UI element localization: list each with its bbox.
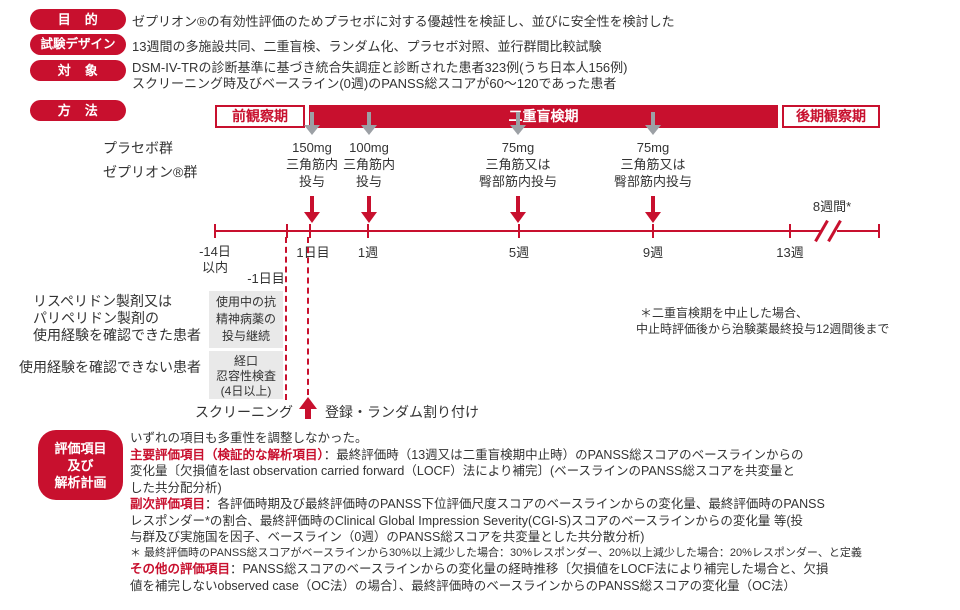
- tick-week5: [518, 224, 520, 238]
- gray-down-arrow-icon: [510, 112, 526, 135]
- purpose-pill-label: 目 的: [57, 12, 99, 27]
- primary-endpoint-line3: した共分配分析): [130, 480, 222, 495]
- timeline-axis: [215, 230, 880, 232]
- gray-down-arrow-icon: [645, 112, 661, 135]
- group-placebo-label: プラセボ群: [103, 140, 173, 156]
- tick-label-week9: 9週: [642, 245, 664, 260]
- primary-endpoint-line2: 変化量〔欠損値をlast observation carried forward…: [130, 464, 795, 478]
- secondary-endpoint-label: 副次評価項目: [130, 497, 206, 511]
- tick-label-start-line1: -14日: [199, 244, 231, 259]
- red-down-arrow-icon: [361, 196, 377, 223]
- tick-end: [878, 224, 880, 238]
- dashed-line-day-minus1: [285, 237, 287, 400]
- design-pill-label: 試験デザイン: [40, 37, 116, 51]
- randomization-label: 登録・ランダム割り付け: [325, 404, 479, 420]
- post-duration-label: 8週間*: [812, 199, 852, 214]
- tick-label-week1: 1週: [357, 245, 379, 260]
- dose-column-4: 75mg 三角筋又は 臀部筋内投与: [598, 112, 708, 223]
- period-double-blind: 二重盲検期: [309, 105, 778, 128]
- design-text: 13週間の多施設共同、二重盲検、ランダム化、プラセボ対照、並行群間比較試験: [132, 39, 602, 54]
- experienced-patients-label: リスペリドン製剤又は パリペリドン製剤の 使用経験を確認できた患者: [33, 293, 201, 343]
- dose-text-4: 75mg 三角筋又は 臀部筋内投与: [613, 140, 692, 189]
- other-endpoint-label: その他の評価項目: [130, 562, 231, 576]
- secondary-endpoint-line3: 与群及び実施国を因子、ベースライン（0週）のPANSS総スコアを共変量とした共分…: [130, 530, 645, 544]
- gray-down-arrow-icon: [361, 112, 377, 135]
- method-pill-label: 方 法: [57, 103, 99, 118]
- dose-text-2: 100mg 三角筋内 投与: [342, 140, 395, 189]
- evaluation-badge: 評価項目 及び 解析計画: [38, 430, 123, 500]
- other-endpoint-line2: 値を補完しないobserved case（OC法）の場合〕、最終評価時のベースラ…: [130, 578, 796, 593]
- subject-text-line1: DSM-IV-TRの診断基準に基づき統合失調症と診断された患者323例(うち日本…: [132, 60, 628, 75]
- secondary-endpoint-line1: 副次評価項目：各評価時期及び最終評価時のPANSS下位評価尺度スコアのベースライ…: [130, 497, 825, 511]
- dashed-line-day1: [307, 237, 309, 395]
- tick-start: [214, 224, 216, 238]
- dose-column-3: 75mg 三角筋又は 臀部筋内投与: [463, 112, 573, 223]
- subject-text-line2: スクリーニング時及びベースライン(0週)のPANSS総スコアが60〜120であっ…: [132, 76, 617, 91]
- inexperienced-patients-label: 使用経験を確認できない患者: [19, 359, 201, 375]
- gray-down-arrow-icon: [304, 112, 320, 135]
- dose-column-1: 150mg 三角筋内 投与: [257, 112, 367, 223]
- continue-antipsychotic-box: 使用中の抗 精神病薬の 投与継続: [209, 291, 283, 348]
- tick-day1: [309, 224, 311, 238]
- dose-text-3: 75mg 三角筋又は 臀部筋内投与: [478, 140, 557, 189]
- discontinuation-note-line2: 中止時評価後から治験薬最終投与12週間後まで: [636, 322, 890, 336]
- screening-label: スクリーニング: [195, 404, 293, 420]
- tick-week9: [652, 224, 654, 238]
- secondary-endpoint-line2: レスポンダー*の割合、最終評価時のClinical Global Impress…: [130, 513, 804, 528]
- red-down-arrow-icon: [645, 196, 661, 223]
- primary-endpoint-label: 主要評価項目（検証的な解析項目）: [130, 447, 324, 462]
- red-down-arrow-icon: [510, 196, 526, 223]
- tick-week13: [789, 224, 791, 238]
- subject-pill: 対 象: [30, 60, 126, 81]
- evaluation-text-block: いずれの項目も多重性を調整しなかった。 主要評価項目（検証的な解析項目）：最終評…: [130, 430, 955, 594]
- tick-label-start-line2: 以内: [201, 260, 228, 275]
- dose-text-1: 150mg 三角筋内 投与: [285, 140, 338, 189]
- red-up-arrow-icon: [298, 397, 318, 419]
- discontinuation-note-line1: ＊二重盲検期を中止した場合、: [640, 306, 809, 320]
- tick-label-day-minus1: -1日目: [247, 271, 285, 286]
- tick-label-week13: 13週: [776, 245, 804, 260]
- tick-week1: [367, 224, 369, 238]
- primary-endpoint-line1: 主要評価項目（検証的な解析項目）：最終評価時（13週又は二重盲検期中止時）のPA…: [130, 447, 804, 462]
- period-pre-observation: 前観察期: [215, 105, 305, 128]
- subject-pill-label: 対 象: [57, 63, 99, 78]
- evaluation-intro: いずれの項目も多重性を調整しなかった。: [130, 431, 368, 445]
- purpose-text: ゼプリオン®の有効性評価のためプラセボに対する優越性を検証し、並びに安全性を検討…: [132, 14, 675, 29]
- group-xeplion-label: ゼプリオン®群: [103, 164, 198, 180]
- other-endpoint-line1: その他の評価項目：PANSS総スコアのベースラインからの変化量の経時推移〔欠損値…: [130, 562, 829, 576]
- period-post-observation: 後期観察期: [782, 105, 880, 128]
- dose-column-2: 100mg 三角筋内 投与: [314, 112, 424, 223]
- method-pill: 方 法: [30, 100, 126, 121]
- purpose-pill: 目 的: [30, 9, 126, 30]
- axis-break-gap: [821, 229, 837, 234]
- oral-tolerability-box: 経口 忍容性検査 (4日以上): [209, 351, 283, 399]
- design-pill: 試験デザイン: [30, 34, 126, 55]
- responder-definition-note: ＊ 最終評価時のPANSS総スコアがベースラインから30%以上減少した場合：30…: [130, 546, 862, 559]
- tick-day-minus1: [286, 224, 288, 238]
- red-down-arrow-icon: [304, 196, 320, 223]
- tick-label-week5: 5週: [508, 245, 530, 260]
- tick-label-day1: 1日目: [296, 245, 330, 260]
